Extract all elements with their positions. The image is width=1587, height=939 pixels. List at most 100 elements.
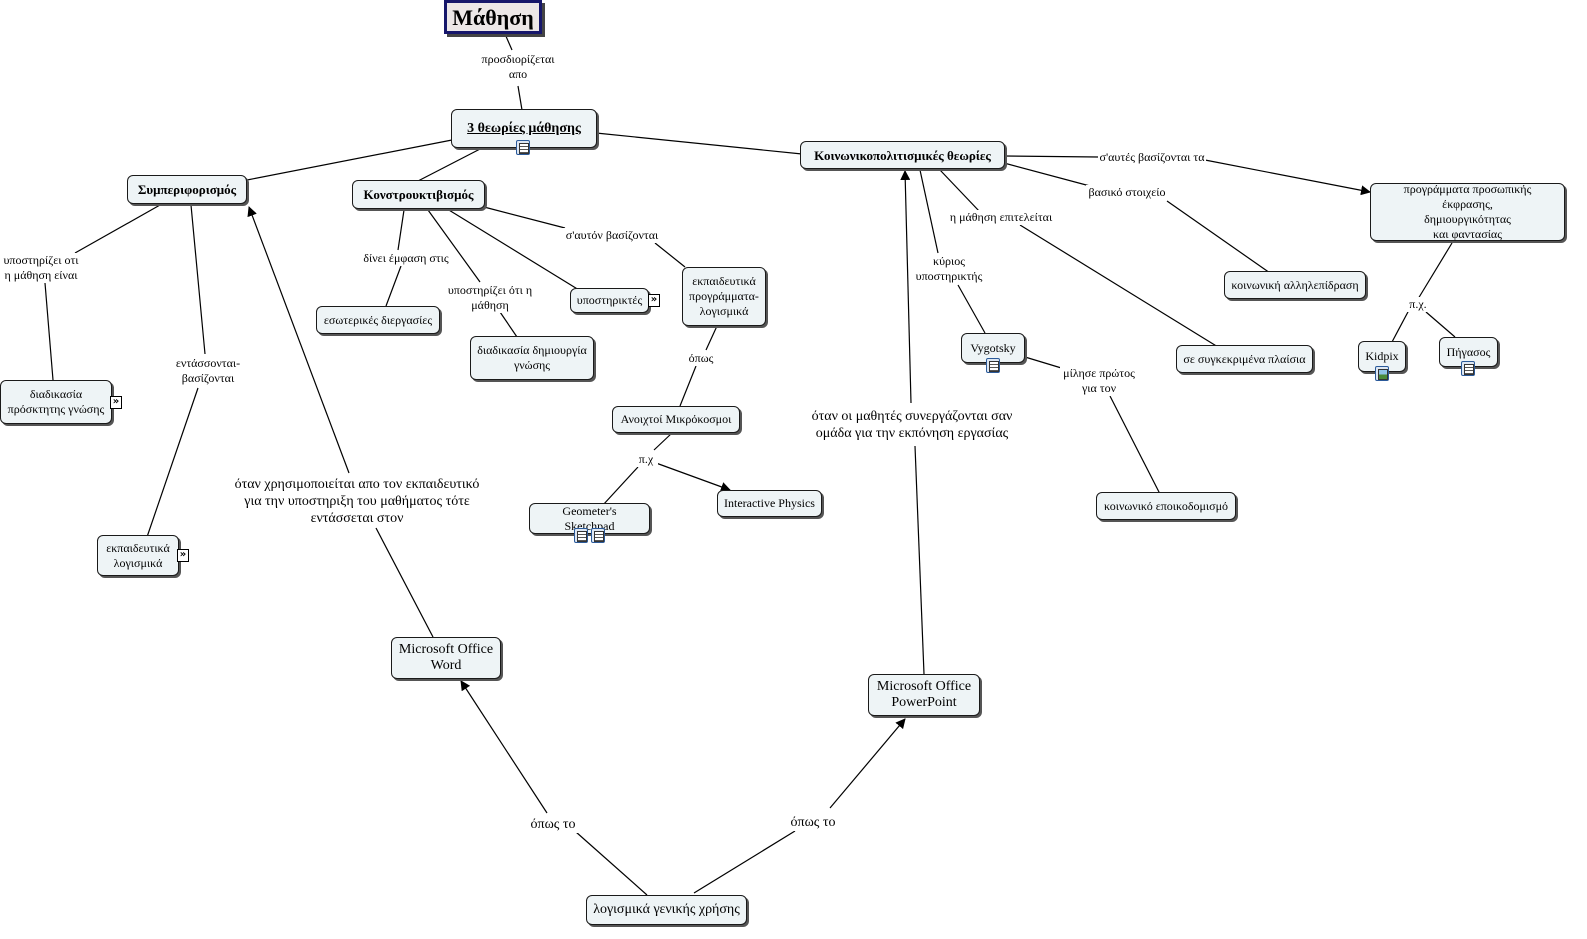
link-label-integrated-based: εντάσσονται-βασίζονται bbox=[168, 356, 248, 386]
link-emphasis-internal bbox=[385, 265, 402, 307]
node-interactive-physics[interactable]: Interactive Physics bbox=[717, 490, 822, 517]
node-ms-word[interactable]: Microsoft Office Word bbox=[391, 637, 501, 679]
edu-programs-line-3: λογισμικά bbox=[699, 304, 749, 318]
node-microworlds[interactable]: Ανοιχτοί Μικρόκοσμοι bbox=[612, 406, 740, 433]
link-eg-physics bbox=[655, 462, 731, 492]
link-label-on-it-based: σ'αυτόν βασίζονται bbox=[562, 228, 662, 243]
node-constructivism[interactable]: Κονστρουκτιβισμός bbox=[352, 180, 485, 209]
root-label: Μάθηση bbox=[452, 4, 534, 30]
sketchpad-label: Geometer's Sketchpad bbox=[562, 503, 617, 533]
link-label-learning-done: η μάθηση επιτελείται bbox=[948, 210, 1054, 225]
link-constr-supports bbox=[427, 209, 481, 283]
link-main-vygotsky bbox=[957, 284, 986, 334]
node-geometers-sketchpad[interactable]: Geometer's Sketchpad bbox=[529, 503, 650, 534]
sociocultural-label: Κοινωνικοπολιτισμικές θεωρίες bbox=[814, 147, 991, 163]
link-micro-eg bbox=[653, 432, 673, 451]
discovery-line-2: πρόσκτητης γνώσης bbox=[7, 402, 105, 416]
pegasus-label: Πήγασος bbox=[1446, 344, 1491, 359]
node-edu-software[interactable]: εκπαιδευτικά λογισμικά bbox=[97, 535, 179, 576]
link-like-word bbox=[460, 680, 548, 814]
link-first-construction bbox=[1109, 395, 1161, 495]
word-line-1: Microsoft Office bbox=[398, 642, 494, 657]
node-social-construction[interactable]: κοινωνικό εποικοδομισμό bbox=[1096, 492, 1236, 520]
knowledge-line-1: διαδικασία δημιουργία bbox=[477, 343, 587, 357]
link-general-like-right bbox=[693, 830, 796, 894]
physics-label: Interactive Physics bbox=[724, 496, 815, 510]
link-ppt-when bbox=[914, 445, 925, 675]
link-integrated-edu bbox=[146, 387, 199, 538]
expand-submap-icon[interactable]: » bbox=[110, 396, 122, 409]
supporters-label: υποστηρικτές bbox=[576, 293, 643, 307]
link-label-such-as: όπως bbox=[686, 351, 716, 366]
image-resource-icon[interactable] bbox=[1375, 366, 1389, 381]
link-label-theories bbox=[517, 85, 523, 111]
node-sociocultural[interactable]: Κοινωνικοπολιτισμικές θεωρίες bbox=[800, 141, 1005, 169]
link-theories-constructivism bbox=[417, 147, 483, 182]
link-general-like-left bbox=[575, 831, 648, 896]
node-edu-programs[interactable]: εκπαιδευτικά προγράμματα- λογισμικά bbox=[682, 267, 766, 326]
link-programs-such bbox=[705, 325, 718, 351]
document-resource-icon[interactable] bbox=[516, 140, 530, 155]
specific-contexts-label: σε συγκεκριμένα πλαίσια bbox=[1183, 351, 1306, 366]
internal-processes-label: εσωτερικές διεργασίες bbox=[323, 312, 433, 327]
general-software-label: λογισμικά γενικής χρήσης bbox=[593, 902, 740, 917]
knowledge-line-2: γνώσης bbox=[513, 358, 551, 372]
link-behav-supports bbox=[74, 204, 161, 254]
link-label-these-based: σ'αυτές βασίζονται τα bbox=[1098, 150, 1206, 165]
node-internal-processes[interactable]: εσωτερικές διεργασίες bbox=[316, 306, 440, 334]
edu-software-line-2: λογισμικά bbox=[113, 555, 163, 570]
node-specific-contexts[interactable]: σε συγκεκριμένα πλαίσια bbox=[1176, 345, 1313, 373]
link-label-basic-element: βασικό στοιχείο bbox=[1086, 185, 1168, 200]
social-interaction-label: κοινωνική αλληλεπίδραση bbox=[1231, 277, 1359, 292]
edu-software-line-1: εκπαιδευτικά bbox=[106, 540, 170, 555]
link-constr-onit bbox=[483, 206, 566, 229]
edu-programs-line-1: εκπαιδευτικά bbox=[692, 274, 756, 288]
document-resource-icon[interactable] bbox=[574, 528, 588, 543]
link-constr-supporters bbox=[443, 206, 580, 291]
word-line-2: Word bbox=[430, 658, 462, 673]
social-construction-label: κοινωνικό εποικοδομισμό bbox=[1103, 498, 1229, 513]
link-root-label bbox=[504, 33, 513, 51]
node-knowledge-creation[interactable]: διαδικασία δημιουργία γνώσης bbox=[470, 336, 594, 380]
microworlds-label: Ανοιχτοί Μικρόκοσμοι bbox=[620, 412, 732, 426]
discovery-line-1: διαδικασία bbox=[29, 387, 83, 401]
link-onit-programs bbox=[654, 242, 686, 268]
node-social-interaction[interactable]: κοινωνική αλληλεπίδραση bbox=[1224, 271, 1366, 299]
link-learning-contexts bbox=[1019, 224, 1219, 348]
powerpoint-line-1: Microsoft Office bbox=[876, 679, 972, 694]
behaviorism-label: Συμπεριφορισμός bbox=[137, 182, 237, 197]
node-personal-expression[interactable]: προγράμματα προσωπικής έκφρασης, δημιουρ… bbox=[1370, 182, 1565, 241]
powerpoint-line-2: PowerPoint bbox=[891, 695, 957, 710]
node-ms-powerpoint[interactable]: Microsoft Office PowerPoint bbox=[868, 674, 980, 716]
root-concept[interactable]: Μάθηση bbox=[444, 0, 542, 34]
link-label-emphasis: δίνει έμφαση στις bbox=[358, 251, 454, 266]
node-discovery-process[interactable]: διαδικασία πρόσκτητης γνώσης bbox=[0, 380, 112, 424]
link-when-behaviorism bbox=[247, 206, 350, 474]
link-constr-emphasis bbox=[397, 209, 405, 251]
node-theories[interactable]: 3 θεωρίες μάθησης bbox=[451, 109, 597, 148]
document-resource-icon[interactable] bbox=[986, 358, 1000, 373]
link-such-microworlds bbox=[679, 365, 697, 407]
personal-line-1: προγράμματα προσωπικής έκφρασης, bbox=[1403, 182, 1532, 211]
node-general-software[interactable]: λογισμικά γενικής χρήσης bbox=[586, 895, 747, 925]
node-behaviorism[interactable]: Συμπεριφορισμός bbox=[127, 175, 247, 204]
node-supporters[interactable]: υποστηρικτές bbox=[570, 288, 649, 313]
personal-line-3: και φαντασίας bbox=[1433, 227, 1502, 241]
link-label-personal bbox=[1204, 159, 1371, 196]
link-supports-discovery bbox=[44, 282, 54, 381]
link-theories-sociocultural bbox=[595, 132, 803, 155]
link-socio-basic bbox=[1003, 162, 1091, 187]
expand-submap-icon[interactable]: » bbox=[648, 294, 660, 307]
document-resource-icon[interactable] bbox=[591, 528, 605, 543]
expand-submap-icon[interactable]: » bbox=[177, 549, 189, 562]
document-resource-icon[interactable] bbox=[1461, 361, 1475, 376]
link-label-like-right: όπως το bbox=[786, 814, 840, 831]
link-label-eg-right: π.χ. bbox=[1404, 297, 1432, 312]
kidpix-label: Kidpix bbox=[1365, 349, 1399, 363]
link-personal-eg bbox=[1417, 242, 1453, 300]
link-label-when-used: όταν χρησιμοποιείται απο τον εκπαιδευτικ… bbox=[224, 476, 490, 527]
